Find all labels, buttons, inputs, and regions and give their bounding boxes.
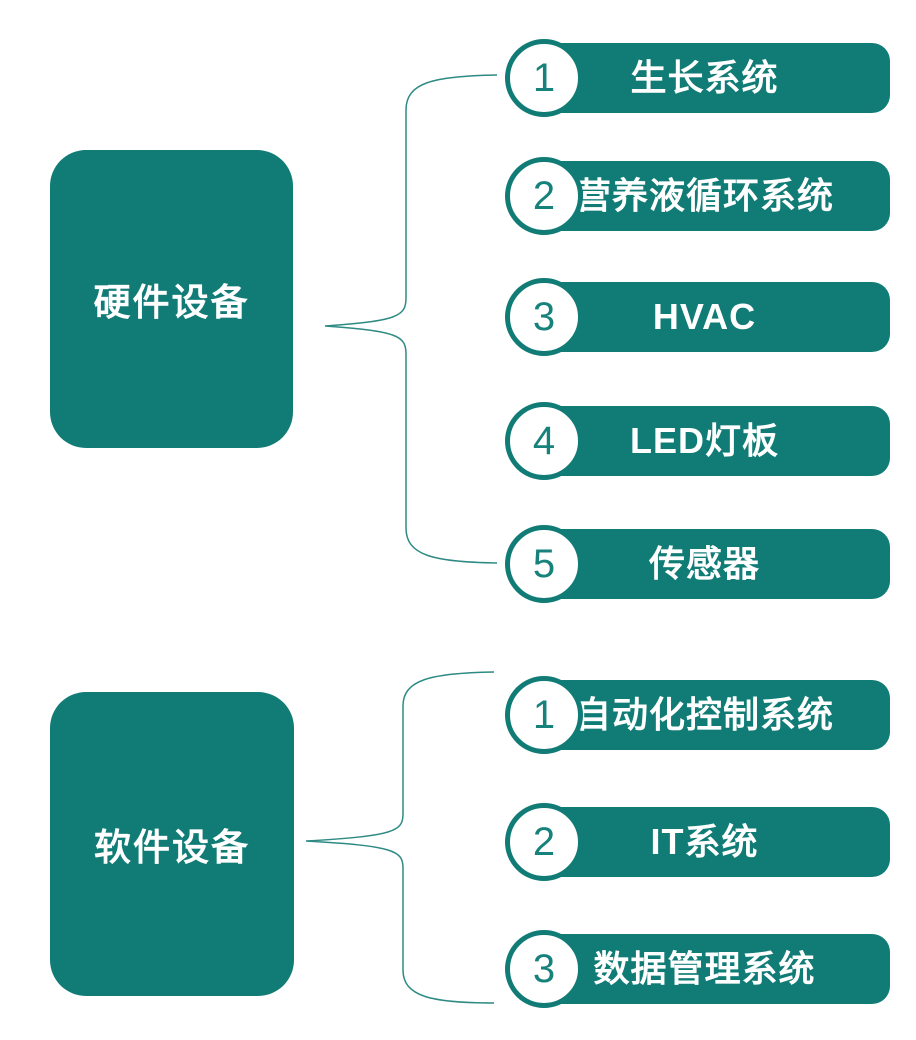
- item-label: IT系统: [650, 821, 759, 862]
- hardware-item-3: HVAC 3: [505, 278, 895, 356]
- item-number-badge: 4: [505, 402, 583, 480]
- item-number: 3: [532, 294, 556, 339]
- item-label: 生长系统: [630, 57, 779, 98]
- group-box-hardware: 硬件设备: [50, 150, 293, 448]
- item-number-badge: 1: [505, 39, 583, 117]
- item-label: 自动化控制系统: [574, 694, 834, 735]
- item-number-badge: 3: [505, 278, 583, 356]
- group-label-software: 软件设备: [94, 827, 250, 868]
- item-number: 2: [532, 819, 556, 864]
- software-item-1: 自动化控制系统 1: [505, 676, 895, 754]
- group-label-hardware: 硬件设备: [93, 282, 250, 323]
- group-box-software: 软件设备: [50, 692, 294, 996]
- item-number: 1: [532, 692, 556, 737]
- item-number-badge: 5: [505, 525, 583, 603]
- hardware-item-1: 生长系统 1: [505, 39, 895, 117]
- hardware-item-5: 传感器 5: [505, 525, 895, 603]
- item-number: 5: [532, 541, 556, 586]
- item-label: 传感器: [648, 543, 760, 584]
- item-number-badge: 2: [505, 157, 583, 235]
- item-label: HVAC: [652, 296, 757, 337]
- item-label: 营养液循环系统: [574, 175, 834, 216]
- item-number-badge: 3: [505, 930, 583, 1008]
- item-number-badge: 1: [505, 676, 583, 754]
- item-number: 2: [532, 173, 556, 218]
- item-label: 数据管理系统: [593, 948, 816, 989]
- item-number: 3: [532, 946, 556, 991]
- software-item-3: 数据管理系统 3: [505, 930, 895, 1008]
- hardware-item-2: 营养液循环系统 2: [505, 157, 895, 235]
- software-brace: [305, 671, 495, 1004]
- hardware-item-4: LED灯板 4: [505, 402, 895, 480]
- item-label: LED灯板: [629, 420, 779, 461]
- item-number: 4: [532, 418, 556, 463]
- software-item-2: IT系统 2: [505, 803, 895, 881]
- item-number-badge: 2: [505, 803, 583, 881]
- item-number: 1: [532, 55, 556, 100]
- hardware-brace: [324, 74, 498, 564]
